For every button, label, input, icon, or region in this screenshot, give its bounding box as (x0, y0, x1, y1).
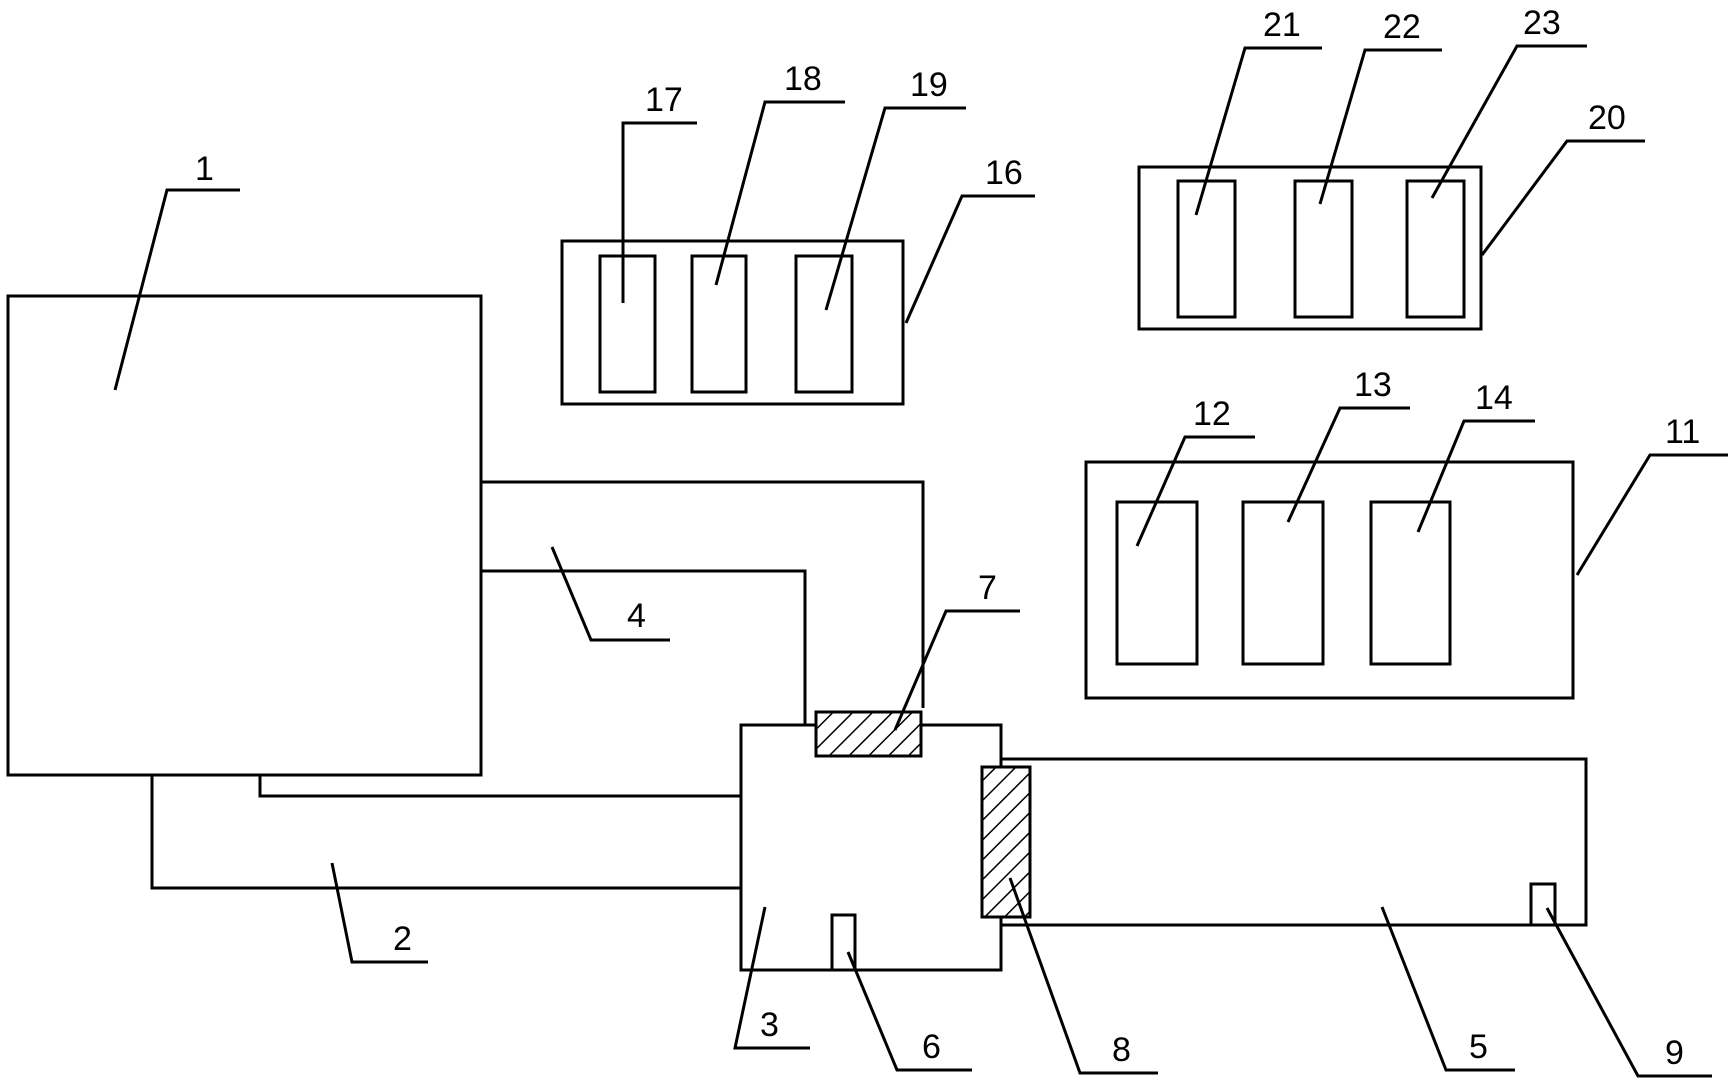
pipe-2-inner (258, 775, 741, 798)
component-14-cell (1369, 500, 1452, 666)
label-8: 8 (1112, 1031, 1131, 1069)
label-21: 21 (1263, 6, 1301, 44)
component-1-box (6, 294, 483, 777)
leader-23 (1430, 44, 1587, 199)
label-17: 17 (645, 81, 683, 119)
component-3-box (739, 723, 1003, 972)
label-6: 6 (922, 1028, 941, 1066)
component-22-cell (1293, 179, 1354, 319)
leader-6 (846, 951, 972, 1072)
component-12-cell (1115, 500, 1199, 666)
leader-17 (621, 121, 697, 303)
pipe-4-inner (481, 569, 807, 725)
label-2: 2 (393, 920, 412, 958)
leader-lines (113, 44, 1728, 1078)
callout-labels: 1 4 2 3 6 7 8 5 9 11 12 13 14 16 17 18 1… (195, 4, 1700, 1072)
leader-12 (1135, 435, 1255, 547)
leader-20 (1480, 139, 1645, 256)
label-5: 5 (1469, 1028, 1488, 1066)
leader-8 (1008, 877, 1158, 1075)
label-20: 20 (1588, 99, 1626, 137)
component-19-cell (794, 254, 854, 394)
label-4: 4 (627, 597, 646, 635)
leader-18 (714, 100, 845, 286)
label-23: 23 (1523, 4, 1561, 42)
label-13: 13 (1354, 366, 1392, 404)
leader-16 (904, 194, 1035, 324)
leader-22 (1318, 48, 1442, 205)
label-12: 12 (1193, 395, 1231, 433)
label-14: 14 (1475, 379, 1513, 417)
label-11: 11 (1665, 413, 1700, 451)
label-9: 9 (1665, 1034, 1684, 1072)
component-8-hatched-block (980, 765, 1032, 919)
label-16: 16 (985, 154, 1023, 192)
label-19: 19 (910, 66, 948, 104)
label-22: 22 (1383, 8, 1421, 46)
leader-3 (733, 906, 810, 1050)
label-3: 3 (760, 1006, 779, 1044)
leader-7 (893, 609, 1020, 731)
component-17-cell (598, 254, 657, 394)
label-1: 1 (195, 150, 214, 188)
component-5-box (999, 757, 1588, 927)
leader-1 (113, 188, 240, 391)
leader-4 (550, 546, 670, 642)
component-13-cell (1241, 500, 1325, 666)
leader-14 (1416, 419, 1535, 533)
leader-13 (1286, 406, 1410, 523)
leader-5 (1380, 906, 1515, 1072)
label-18: 18 (784, 60, 822, 98)
component-23-cell (1405, 179, 1466, 319)
leader-9 (1545, 907, 1712, 1078)
leader-2 (330, 862, 428, 964)
pipe-2-outer (150, 775, 741, 890)
label-7: 7 (978, 569, 997, 607)
component-7-hatched-block (814, 710, 923, 758)
pipe-4-outer (481, 480, 925, 708)
component-21-cell (1176, 179, 1237, 319)
leader-11 (1575, 453, 1728, 576)
leader-19 (824, 106, 966, 311)
leader-21 (1194, 46, 1322, 216)
